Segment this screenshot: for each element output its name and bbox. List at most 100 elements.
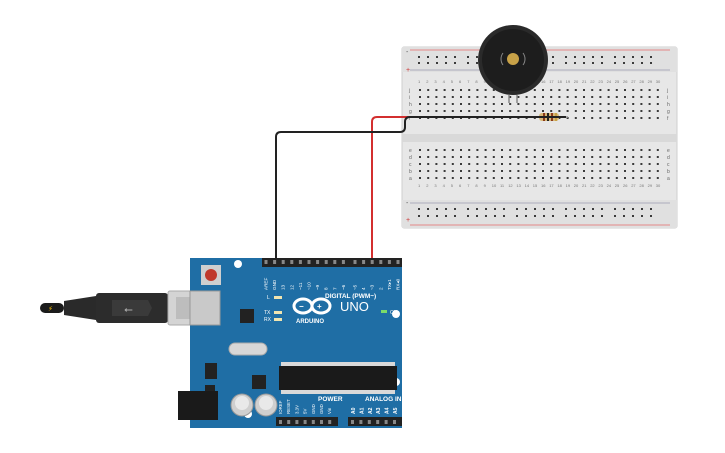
breadboard-hole[interactable]	[435, 96, 438, 98]
breadboard-hole[interactable]	[624, 103, 626, 105]
breadboard-hole[interactable]	[492, 103, 495, 105]
breadboard-hole[interactable]	[419, 177, 421, 179]
breadboard-hole[interactable]	[558, 96, 561, 98]
breadboard-hole[interactable]	[599, 177, 602, 179]
breadboard-hole[interactable]	[640, 89, 643, 91]
breadboard-hole[interactable]	[592, 208, 594, 210]
breadboard-hole[interactable]	[624, 89, 626, 91]
breadboard-hole[interactable]	[591, 110, 594, 112]
breadboard-hole[interactable]	[558, 156, 561, 158]
breadboard-hole[interactable]	[550, 163, 553, 165]
breadboard-hole[interactable]	[583, 62, 585, 64]
breadboard-hole[interactable]	[542, 103, 544, 105]
breadboard-hole[interactable]	[607, 117, 610, 119]
breadboard-hole[interactable]	[574, 89, 577, 91]
breadboard-hole[interactable]	[460, 110, 462, 112]
breadboard-hole[interactable]	[615, 89, 618, 91]
breadboard-hole[interactable]	[476, 96, 479, 98]
analog-pin[interactable]	[351, 420, 354, 424]
breadboard-hole[interactable]	[650, 208, 652, 210]
breadboard-hole[interactable]	[624, 177, 626, 179]
breadboard-hole[interactable]	[583, 208, 585, 210]
breadboard-hole[interactable]	[427, 96, 430, 98]
breadboard-hole[interactable]	[607, 170, 610, 172]
breadboard-hole[interactable]	[501, 149, 503, 151]
breadboard-hole[interactable]	[640, 156, 643, 158]
breadboard-hole[interactable]	[599, 156, 602, 158]
breadboard-hole[interactable]	[574, 215, 576, 217]
breadboard-hole[interactable]	[445, 208, 447, 210]
breadboard-hole[interactable]	[460, 89, 462, 91]
breadboard-hole[interactable]	[427, 56, 429, 58]
breadboard-hole[interactable]	[599, 163, 602, 165]
breadboard-hole[interactable]	[624, 156, 626, 158]
breadboard-hole[interactable]	[419, 96, 421, 98]
breadboard-hole[interactable]	[656, 96, 659, 98]
breadboard-hole[interactable]	[460, 103, 462, 105]
breadboard-hole[interactable]	[427, 62, 429, 64]
dc-power-jack[interactable]	[178, 391, 218, 420]
breadboard-hole[interactable]	[445, 62, 447, 64]
breadboard-hole[interactable]	[542, 149, 544, 151]
analog-pin[interactable]	[359, 420, 363, 424]
breadboard-hole[interactable]	[599, 96, 602, 98]
digital-pin[interactable]	[273, 260, 277, 264]
breadboard-hole[interactable]	[435, 170, 438, 172]
breadboard-hole[interactable]	[607, 103, 610, 105]
breadboard-hole[interactable]	[632, 89, 635, 91]
breadboard-hole[interactable]	[583, 89, 585, 91]
breadboard-hole[interactable]	[558, 163, 561, 165]
breadboard-hole[interactable]	[607, 110, 610, 112]
breadboard-hole[interactable]	[574, 96, 577, 98]
breadboard-hole[interactable]	[574, 62, 576, 64]
breadboard-hole[interactable]	[641, 208, 643, 210]
breadboard-hole[interactable]	[525, 149, 528, 151]
breadboard-hole[interactable]	[533, 149, 536, 151]
breadboard-hole[interactable]	[550, 170, 553, 172]
breadboard-hole[interactable]	[451, 89, 454, 91]
digital-pin[interactable]	[316, 260, 320, 264]
breadboard-hole[interactable]	[607, 89, 610, 91]
breadboard-hole[interactable]	[435, 110, 438, 112]
digital-pin[interactable]	[307, 260, 311, 264]
breadboard-hole[interactable]	[427, 163, 430, 165]
breadboard-hole[interactable]	[632, 56, 634, 58]
breadboard-hole[interactable]	[592, 62, 594, 64]
breadboard-hole[interactable]	[550, 96, 553, 98]
breadboard-hole[interactable]	[484, 170, 487, 172]
breadboard-hole[interactable]	[542, 96, 544, 98]
breadboard-hole[interactable]	[533, 103, 536, 105]
breadboard-hole[interactable]	[583, 103, 585, 105]
breadboard-hole[interactable]	[476, 163, 479, 165]
breadboard-hole[interactable]	[484, 177, 487, 179]
breadboard-hole[interactable]	[517, 149, 520, 151]
breadboard-hole[interactable]	[550, 177, 553, 179]
breadboard-hole[interactable]	[467, 62, 469, 64]
digital-pin[interactable]	[281, 260, 285, 264]
breadboard-hole[interactable]	[492, 149, 495, 151]
breadboard-hole[interactable]	[418, 56, 420, 58]
breadboard-hole[interactable]	[443, 96, 446, 98]
breadboard-hole[interactable]	[566, 110, 569, 112]
breadboard-hole[interactable]	[648, 117, 651, 119]
breadboard-hole[interactable]	[623, 215, 625, 217]
breadboard-hole[interactable]	[640, 149, 643, 151]
breadboard-hole[interactable]	[641, 62, 643, 64]
breadboard-hole[interactable]	[418, 215, 420, 217]
breadboard-hole[interactable]	[534, 208, 536, 210]
digital-pin[interactable]	[264, 260, 268, 264]
breadboard-hole[interactable]	[592, 215, 594, 217]
breadboard-hole[interactable]	[632, 149, 635, 151]
breadboard-hole[interactable]	[443, 177, 446, 179]
breadboard-hole[interactable]	[492, 163, 495, 165]
breadboard-hole[interactable]	[648, 170, 651, 172]
breadboard-hole[interactable]	[558, 110, 561, 112]
breadboard-hole[interactable]	[574, 170, 577, 172]
breadboard-hole[interactable]	[454, 215, 456, 217]
breadboard-hole[interactable]	[468, 103, 471, 105]
breadboard-hole[interactable]	[517, 96, 520, 98]
breadboard-hole[interactable]	[550, 110, 553, 112]
breadboard-hole[interactable]	[591, 170, 594, 172]
breadboard-hole[interactable]	[460, 177, 462, 179]
